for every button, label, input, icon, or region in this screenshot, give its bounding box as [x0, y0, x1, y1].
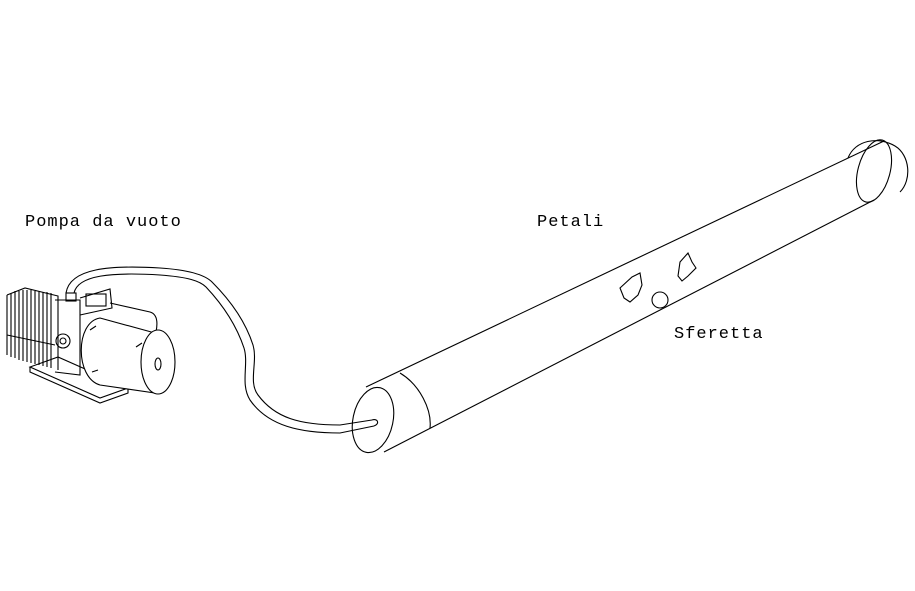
vacuum-pump	[6, 287, 176, 404]
glass-tube	[351, 139, 909, 454]
petals-label: Petali	[537, 213, 605, 232]
vacuum-hose	[65, 266, 379, 434]
sphere-label: Sferetta	[674, 325, 764, 344]
sphere	[651, 291, 669, 309]
petal-left	[619, 272, 643, 303]
pump-label: Pompa da vuoto	[25, 213, 182, 232]
petal-right	[677, 251, 697, 282]
